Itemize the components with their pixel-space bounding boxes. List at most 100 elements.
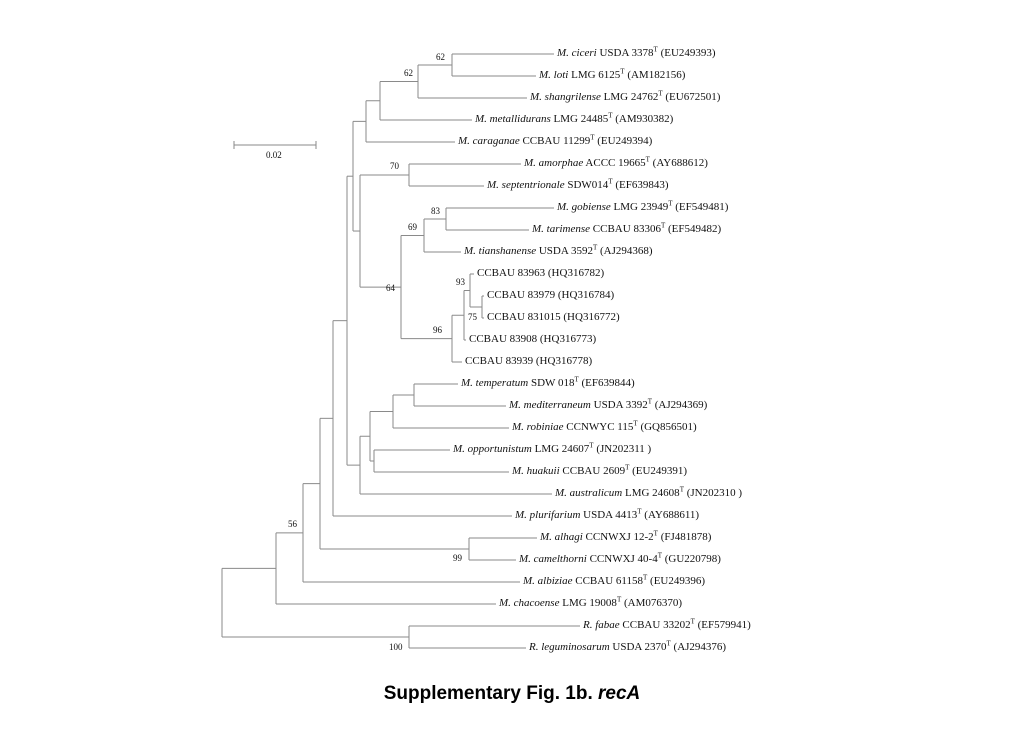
- type-strain-mark: T: [608, 177, 613, 186]
- bootstrap-value: 100: [389, 642, 403, 652]
- taxon-strain: CCBAU 33202: [619, 619, 691, 631]
- accession-number: (GQ856501): [637, 421, 697, 433]
- taxon-genus-species: M. tianshanense: [464, 245, 537, 257]
- accession-number: (AY688612): [649, 157, 708, 169]
- taxon-label: M. caraganae CCBAU 11299T (EU249394): [458, 133, 652, 148]
- type-strain-mark: T: [590, 133, 595, 142]
- type-strain-mark: T: [679, 485, 684, 494]
- taxon-strain: CCBAU 83939 (HQ316778): [465, 355, 593, 367]
- taxon-strain: CCBAU 83963 (HQ316782): [477, 267, 605, 279]
- type-strain-mark: T: [690, 617, 695, 626]
- taxon-genus-species: M. temperatum: [461, 377, 529, 389]
- taxon-strain: CCBAU 831015 (HQ316772): [487, 311, 620, 323]
- accession-number: (EU672501): [662, 91, 721, 103]
- bootstrap-value: 62: [404, 68, 413, 78]
- accession-number: (EF579941): [694, 619, 751, 631]
- taxon-genus-species: M. shangrilense: [530, 91, 601, 103]
- type-strain-mark: T: [653, 529, 658, 538]
- taxon-label: R. fabae CCBAU 33202T (EF579941): [583, 617, 751, 632]
- taxon-genus-species: M. albiziae: [523, 575, 573, 587]
- bootstrap-value: 69: [408, 222, 417, 232]
- taxon-strain: CCNWXJ 40-4: [586, 553, 658, 565]
- accession-number: (GU220798): [662, 553, 721, 565]
- taxon-strain: LMG 24607: [531, 443, 590, 455]
- accession-number: (AJ294369): [652, 399, 708, 411]
- taxon-label: M. alhagi CCNWXJ 12-2T (FJ481878): [540, 529, 712, 544]
- accession-number: (AM076370): [621, 597, 683, 609]
- taxon-label: M. tarimense CCBAU 83306T (EF549482): [532, 222, 722, 236]
- type-strain-mark: T: [643, 573, 648, 582]
- taxon-genus-species: M. tarimense: [532, 223, 591, 235]
- bootstrap-value: 99: [453, 553, 462, 563]
- taxon-strain: USDA 3392: [590, 399, 648, 411]
- taxon-label: R. leguminosarum USDA 2370T (AJ294376): [529, 639, 727, 654]
- taxon-genus-species: M. huakuii: [512, 465, 560, 477]
- type-strain-mark: T: [592, 243, 598, 252]
- bootstrap-value: 64: [386, 283, 395, 293]
- taxon-label: M. huakuii CCBAU 2609T (EU249391): [512, 464, 688, 478]
- taxon-strain: LMG 6125: [568, 69, 621, 81]
- bootstrap-value: 70: [390, 161, 399, 171]
- taxon-label: M. tianshanense USDA 3592T (AJ294368): [464, 243, 653, 258]
- type-strain-mark: T: [666, 639, 671, 648]
- taxon-strain: ACCC 19665: [583, 157, 646, 169]
- type-strain-mark: T: [620, 67, 625, 76]
- scale-bar-label: 0.02: [266, 150, 282, 160]
- type-strain-mark: T: [668, 199, 673, 208]
- taxon-label: CCBAU 83979 (HQ316784): [487, 289, 614, 302]
- type-strain-mark: T: [589, 441, 594, 450]
- bootstrap-value: 56: [288, 519, 297, 529]
- taxon-strain: SDW014: [564, 179, 609, 191]
- taxon-strain: LMG 19008: [559, 597, 617, 609]
- type-strain-mark: T: [574, 375, 579, 384]
- taxon-strain: LMG 24762: [600, 91, 659, 103]
- taxon-strain: LMG 24485: [550, 113, 609, 125]
- accession-number: (EF549482): [665, 223, 722, 235]
- taxon-label: M. chacoense LMG 19008T (AM076370): [499, 596, 683, 610]
- accession-number: (EU249391): [629, 465, 688, 477]
- taxon-strain: SDW 018: [528, 377, 575, 389]
- taxon-label: M. metallidurans LMG 24485T (AM930382): [475, 112, 673, 126]
- taxon-strain: LMG 23949: [610, 201, 669, 213]
- taxon-label: M. robiniae CCNWYC 115T (GQ856501): [512, 420, 697, 434]
- taxon-genus-species: M. australicum: [555, 487, 623, 499]
- type-strain-mark: T: [645, 155, 650, 164]
- bootstrap-value: 75: [468, 312, 477, 322]
- taxon-genus-species: M. alhagi: [540, 531, 583, 543]
- taxon-label: M. opportunistum LMG 24607T (JN202311 ): [453, 441, 652, 456]
- taxon-strain: CCBAU 2609: [559, 465, 626, 477]
- taxon-genus-species: M. amorphae: [524, 157, 584, 169]
- taxon-strain: CCBAU 83306: [590, 223, 661, 235]
- taxon-label: M. amorphae ACCC 19665T (AY688612): [524, 155, 708, 170]
- taxon-label: M. shangrilense LMG 24762T (EU672501): [530, 90, 721, 104]
- taxon-strain: USDA 3592: [536, 245, 593, 257]
- taxon-label: M. loti LMG 6125T (AM182156): [539, 67, 685, 82]
- taxon-genus-species: M. opportunistum: [453, 443, 532, 455]
- taxon-label: CCBAU 831015 (HQ316772): [487, 311, 620, 324]
- taxon-strain: CCBAU 83979 (HQ316784): [487, 289, 615, 301]
- accession-number: (JN202311 ): [593, 443, 652, 455]
- taxon-label: M. mediterraneum USDA 3392T (AJ294369): [509, 398, 708, 412]
- taxon-genus-species: M. gobiense: [557, 201, 611, 213]
- taxon-strain: USDA 2370: [609, 641, 667, 653]
- taxon-strain: CCBAU 83908 (HQ316773): [469, 333, 597, 345]
- taxon-genus-species: R. leguminosarum: [529, 641, 610, 653]
- accession-number: (FJ481878): [657, 531, 712, 543]
- taxon-label: M. albiziae CCBAU 61158T (EU249396): [523, 573, 706, 588]
- accession-number: (EU249396): [647, 575, 706, 587]
- taxon-genus-species: M. ciceri: [557, 47, 597, 59]
- accession-number: (EF549481): [672, 201, 729, 213]
- figure-caption: Supplementary Fig. 1b. recA: [0, 683, 1024, 705]
- accession-number: (AJ294368): [597, 245, 653, 257]
- taxon-strain: CCNWYC 115: [563, 421, 634, 433]
- accession-number: (EF639843): [612, 179, 669, 191]
- taxon-strain: LMG 24608: [622, 487, 680, 499]
- accession-number: (AJ294376): [670, 641, 727, 653]
- type-strain-mark: T: [657, 551, 662, 560]
- tree-branches: [221, 53, 580, 649]
- taxon-label: M. australicum LMG 24608T (JN202310 ): [555, 485, 742, 500]
- taxon-label: M. plurifarium USDA 4413T (AY688611): [515, 508, 700, 522]
- accession-number: (AY688611): [641, 509, 700, 521]
- taxon-genus-species: M. mediterraneum: [509, 399, 591, 411]
- taxon-label: M. septentrionale SDW014T (EF639843): [487, 177, 669, 192]
